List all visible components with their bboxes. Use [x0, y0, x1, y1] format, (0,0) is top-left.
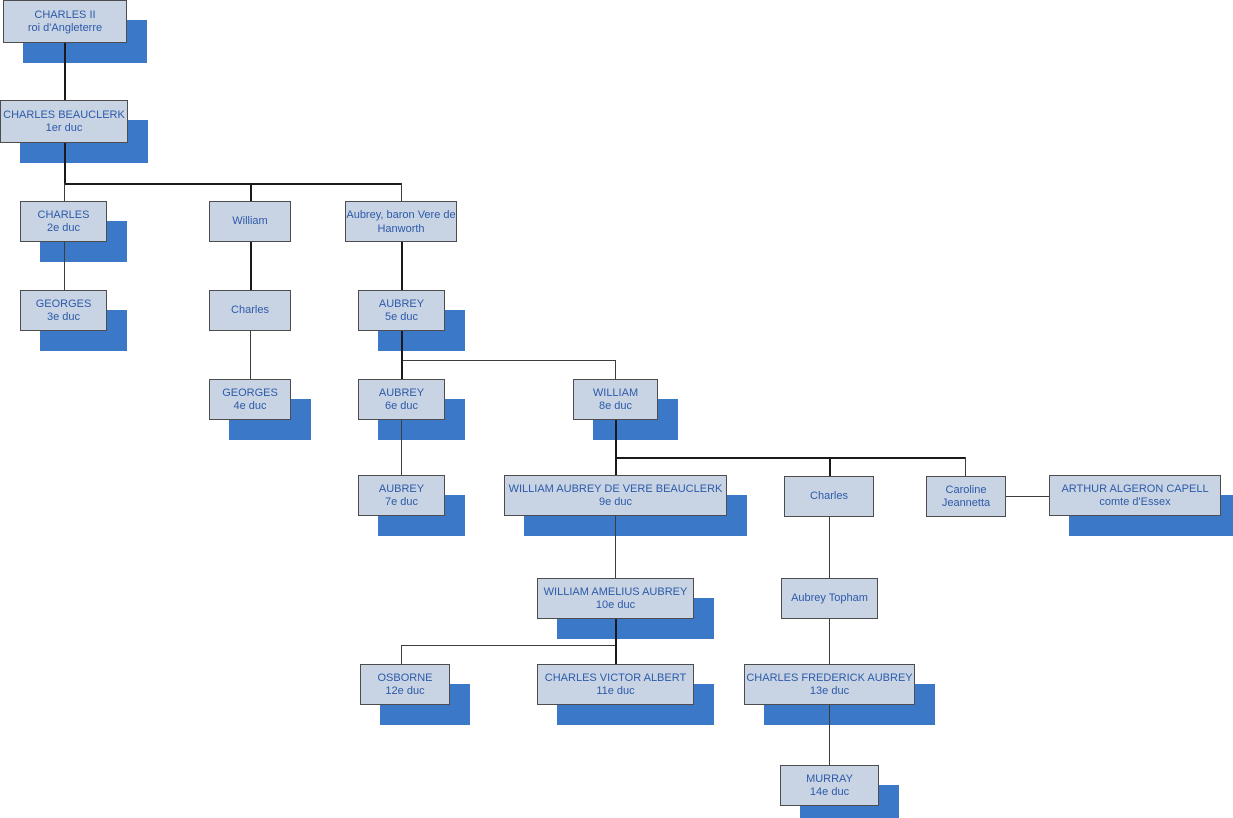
connector-line [401, 645, 616, 646]
person-title: 2e duc [46, 221, 81, 234]
person-name: GEORGES [35, 297, 92, 310]
person-title: 7e duc [384, 495, 419, 508]
connector-line [965, 457, 966, 477]
connector-line [615, 516, 616, 579]
connector-line [1006, 496, 1050, 497]
person-title: 8e duc [598, 399, 633, 412]
person-name: WILLIAM AMELIUS AUBREY [543, 585, 688, 598]
person-title: 10e duc [595, 598, 636, 611]
connector-line [829, 457, 831, 477]
person-title: 3e duc [46, 310, 81, 323]
person-title: 13e duc [809, 684, 850, 697]
person-title: comte d'Essex [1099, 495, 1171, 508]
person-name: Charles [231, 304, 269, 316]
person-name: William [232, 215, 268, 227]
person-name: AUBREY [378, 482, 425, 495]
connector-line [401, 420, 402, 476]
connector-line [401, 360, 403, 380]
person-name: AUBREY [378, 386, 425, 399]
person-name: Aubrey Topham [791, 592, 868, 604]
person-name: WILLIAM [592, 386, 639, 399]
person-title: 1er duc [45, 121, 83, 134]
person-node-aubrey_topham[interactable]: Aubrey Topham [781, 578, 878, 619]
connector-line [64, 183, 401, 185]
person-title: 14e duc [809, 785, 850, 798]
connector-line [615, 457, 617, 476]
connector-line [250, 183, 252, 202]
person-name: WILLIAM AUBREY DE VERE BEAUCLERK [508, 482, 723, 495]
person-title: 6e duc [384, 399, 419, 412]
person-name: Caroline [945, 483, 987, 496]
connector-line [64, 183, 65, 202]
person-node-charles_c[interactable]: Charles [784, 476, 874, 517]
connector-line [401, 183, 402, 202]
person-node-charles_b[interactable]: Charles [209, 290, 291, 331]
connector-line [64, 242, 65, 291]
person-node-aubrey_vere[interactable]: Aubrey, baron Vere de Hanworth [345, 201, 457, 242]
connector-line [829, 705, 830, 766]
person-name: CHARLES BEAUCLERK [3, 108, 125, 121]
person-name: ARTHUR ALGERON CAPELL [1061, 482, 1209, 495]
person-name: CHARLES VICTOR ALBERT [544, 671, 687, 684]
person-title: 4e duc [233, 399, 267, 412]
person-title: Jeannetta [941, 496, 991, 509]
person-name: AUBREY [378, 297, 425, 310]
person-name: OSBORNE [377, 671, 433, 684]
connector-line [401, 360, 616, 361]
connector-line [615, 360, 616, 380]
connector-line [829, 517, 830, 579]
connector-line [401, 331, 403, 361]
person-title: 9e duc [598, 495, 633, 508]
connector-line [829, 619, 830, 665]
connector-line [64, 43, 66, 100]
person-title: 11e duc [596, 684, 635, 697]
connector-line [615, 420, 617, 458]
connector-line [615, 645, 617, 665]
person-title: roi d'Angleterre [27, 21, 103, 34]
person-name: Charles [810, 490, 848, 502]
connector-line [250, 331, 251, 380]
person-name: CHARLES II [34, 8, 96, 21]
person-name: Aubrey, baron Vere de Hanworth [346, 208, 456, 235]
connector-line [401, 242, 403, 291]
connector-line [401, 645, 402, 665]
person-name: CHARLES [37, 208, 90, 221]
connector-line [615, 457, 966, 459]
person-node-william_a[interactable]: William [209, 201, 291, 242]
connector-line [64, 143, 66, 184]
person-title: 12e duc [385, 684, 425, 697]
connector-line [250, 242, 252, 291]
person-title: 5e duc [384, 310, 419, 323]
connector-line [615, 619, 617, 646]
person-name: GEORGES [222, 386, 278, 399]
person-name: CHARLES FREDERICK AUBREY [746, 671, 913, 684]
person-name: MURRAY [806, 772, 853, 785]
